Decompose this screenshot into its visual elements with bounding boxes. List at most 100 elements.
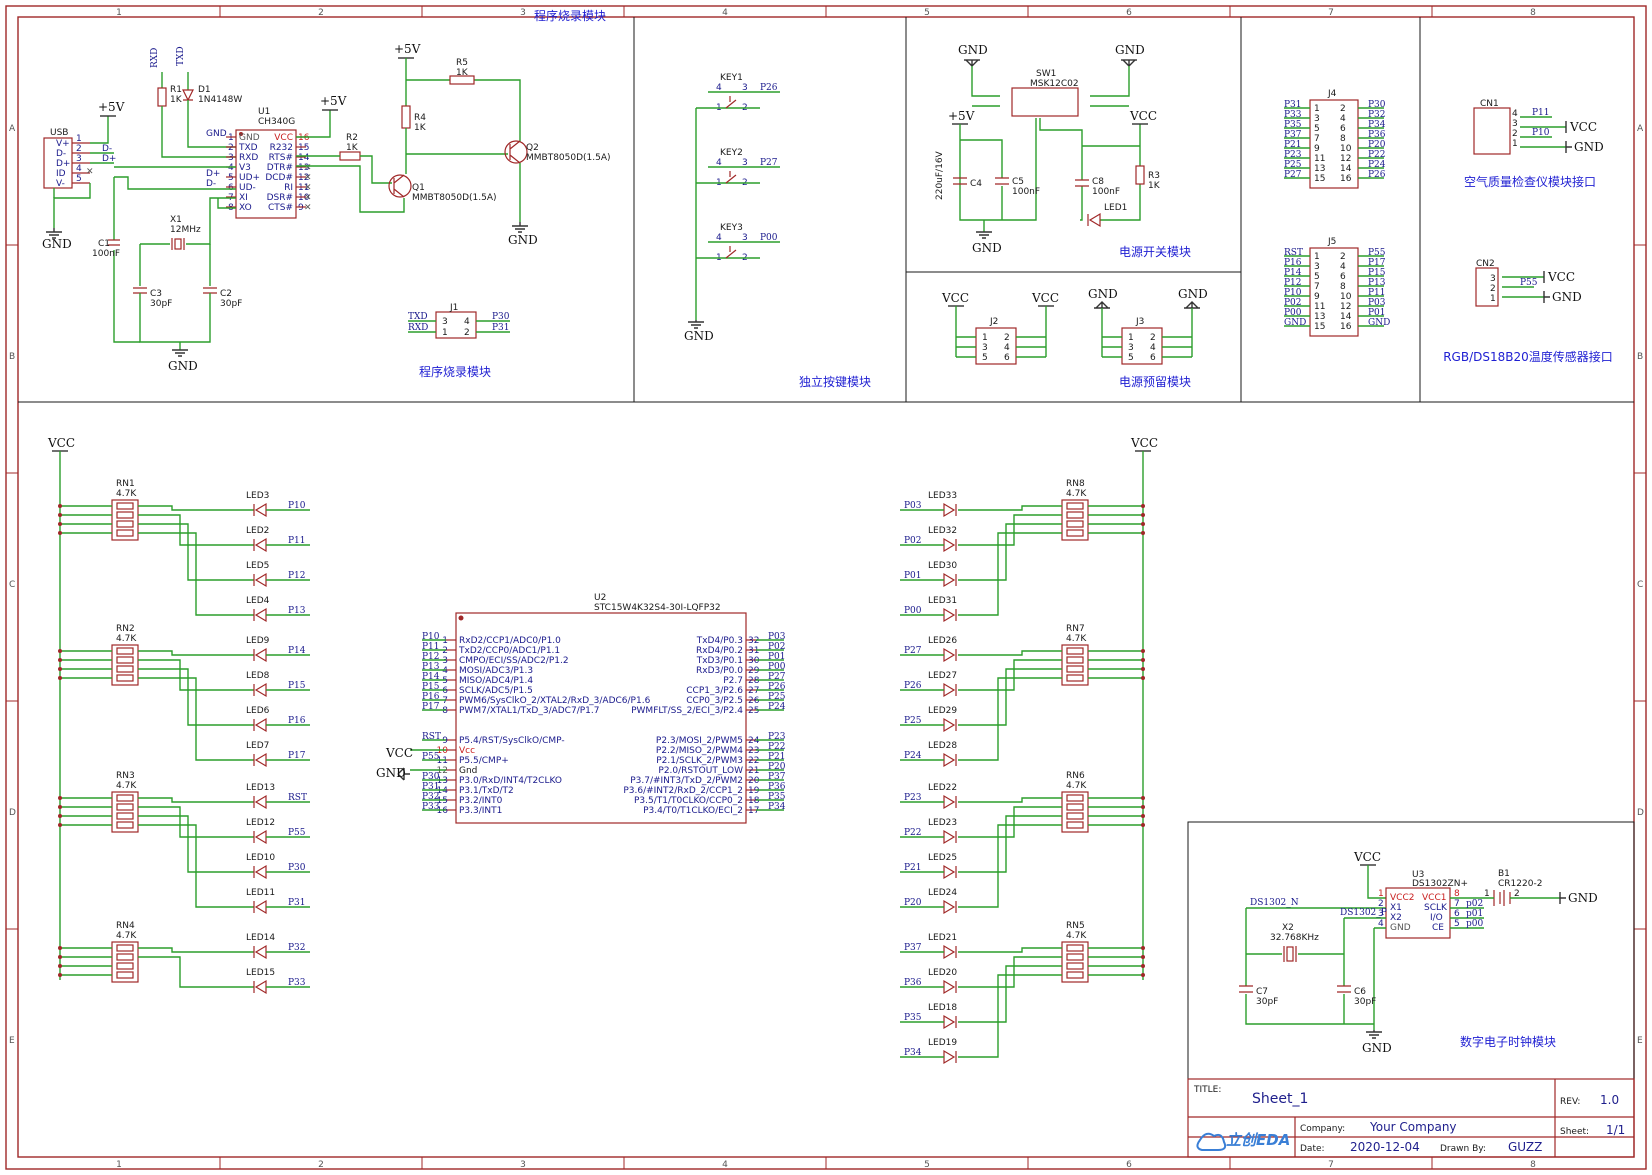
j4-net-left-p37: P37 (1284, 130, 1302, 140)
cn1-net-p10: P10 (1532, 128, 1550, 138)
led-ref-led30: LED30 (928, 561, 957, 571)
u1-pinnum-2: 2 (228, 143, 234, 153)
j5-header (1309, 247, 1359, 337)
u1-noconnect: ✕ (304, 163, 312, 173)
j3-pin-2: 2 (1150, 333, 1156, 343)
u2-pinnum-15: 15 (437, 796, 448, 806)
u2-pin-26: CCP0_3/P2.5 (686, 696, 743, 706)
cn1-net-gnd: GND (1574, 140, 1604, 154)
r3-value: 1K (1148, 181, 1161, 191)
key-switch-1 (725, 96, 737, 109)
j2-pin-4: 4 (1004, 343, 1010, 353)
d1-ref: D1 (198, 85, 211, 95)
b1-ref: B1 (1498, 869, 1510, 879)
j5-pin-5: 5 (1314, 272, 1320, 282)
usb-num-2: 2 (76, 144, 82, 154)
j4-pin-15: 15 (1314, 174, 1325, 184)
key-pin3-1: 3 (742, 83, 748, 93)
j3-gnd-right-label: GND (1178, 287, 1208, 301)
u1-pin-ctsn: CTS# (268, 203, 293, 213)
led-net-led8: P15 (288, 681, 306, 691)
u1-pin-rtsn: RTS# (269, 153, 293, 163)
q2-gnd-label: GND (508, 233, 538, 247)
ruler-row-right-C: C (1637, 580, 1643, 590)
led-net-led28: P24 (904, 751, 922, 761)
led-ref-led5: LED5 (246, 561, 269, 571)
key-pin4-2: 4 (716, 158, 722, 168)
ruler-col-bottom-2: 2 (318, 1160, 324, 1170)
j5-net-right-p15: P15 (1368, 268, 1386, 278)
j1-pin-3: 3 (442, 317, 448, 327)
j4-pin-8: 8 (1340, 134, 1346, 144)
module-title-clock: 数字电子时钟模块 (1460, 1034, 1556, 1049)
led-net-led18: P35 (904, 1013, 922, 1023)
j4-ref: J4 (1327, 89, 1337, 99)
u3-net-p01: p01 (1466, 909, 1483, 919)
j4-pin-14: 14 (1340, 164, 1352, 174)
u2-part: STC15W4K32S4-30I-LQFP32 (594, 603, 721, 613)
j5-pin-11: 11 (1314, 302, 1325, 312)
u2-pin-29: RxD3/P0.0 (696, 666, 743, 676)
u1-5v-label: +5V (320, 94, 347, 108)
rn-ref-rn6: RN6 (1066, 771, 1085, 781)
q2-ref: Q2 (526, 143, 539, 153)
rn-body-rn6 (1061, 791, 1089, 833)
u2-net-6: P15 (422, 682, 440, 692)
title-block: TITLE: Sheet_1 REV: 1.0 Company: Your Co… (1187, 1078, 1635, 1158)
u2-net-30: P01 (768, 652, 786, 662)
led-ref-led6: LED6 (246, 706, 270, 716)
led-net-led19: P34 (904, 1048, 922, 1058)
u1-pinnum-5: 5 (228, 173, 234, 183)
u2-net-15: P32 (422, 792, 440, 802)
ruler-row-right-B: B (1637, 352, 1643, 362)
u2-pinnum-22: 22 (748, 756, 759, 766)
r3-resistor (1135, 165, 1145, 185)
j4-net-right-p20: P20 (1368, 140, 1386, 150)
ruler-col-top-2: 2 (318, 8, 324, 18)
sw-5v-label: +5V (948, 109, 975, 123)
sheet-value: 1/1 (1606, 1123, 1625, 1137)
u2-pin-18: P3.5/T1/T0CLKO/CCP0_2 (634, 796, 743, 806)
u3-net-p02: p02 (1466, 899, 1483, 909)
key-ref-3: KEY3 (720, 223, 743, 233)
led-net-led6: P16 (288, 716, 306, 726)
u2-pinnum-25: 25 (748, 706, 759, 716)
u2-net-11: P55 (422, 752, 440, 762)
u1-pinnum-13: 13 (298, 163, 309, 173)
q1-ref: Q1 (412, 183, 425, 193)
usb-num-5: 5 (76, 174, 82, 184)
u2-pin-12: Gnd (459, 766, 477, 776)
u2-pinnum-28: 28 (748, 676, 760, 686)
usb-net-dminus: D- (102, 144, 112, 154)
j5-net-right-p11: P11 (1368, 288, 1386, 298)
led-net-led3: P10 (288, 501, 306, 511)
r4-resistor (401, 105, 411, 129)
u1-pin-xi: XI (239, 193, 248, 203)
cn2-net-vcc: VCC (1547, 270, 1575, 284)
j4-pin-7: 7 (1314, 134, 1320, 144)
c2-ref: C2 (220, 289, 232, 299)
u1-noconnect: ✕ (304, 173, 312, 183)
c4-capacitor (953, 177, 967, 185)
j5-net-right-p17: P17 (1368, 258, 1386, 268)
led-ref-led26: LED26 (928, 636, 957, 646)
j5-pin-15: 15 (1314, 322, 1325, 332)
u2-pinnum-29: 29 (748, 666, 760, 676)
j5-pin-9: 9 (1314, 292, 1320, 302)
j5-ref: J5 (1327, 237, 1336, 247)
led-ref-led23: LED23 (928, 818, 957, 828)
u1-pinnum-3: 3 (228, 153, 234, 163)
u2-pinnum-27: 27 (748, 686, 759, 696)
c6-capacitor (1337, 985, 1351, 993)
led-array-right: VCC RN84.7KLED33P03LED32P02LED30P01LED31… (900, 436, 1158, 1065)
keys-gnd-label: GND (684, 329, 714, 343)
u2-pin-10: Vcc (459, 746, 475, 756)
led-net-led15: P33 (288, 978, 306, 988)
u2-net-13: P30 (422, 772, 440, 782)
u2-net-19: P36 (768, 782, 786, 792)
u1-pinnum-10: 10 (298, 193, 310, 203)
rn-value-rn4: 4.7K (116, 931, 137, 941)
xtal-gnd-label: GND (168, 359, 198, 373)
j5-pin-13: 13 (1314, 312, 1325, 322)
